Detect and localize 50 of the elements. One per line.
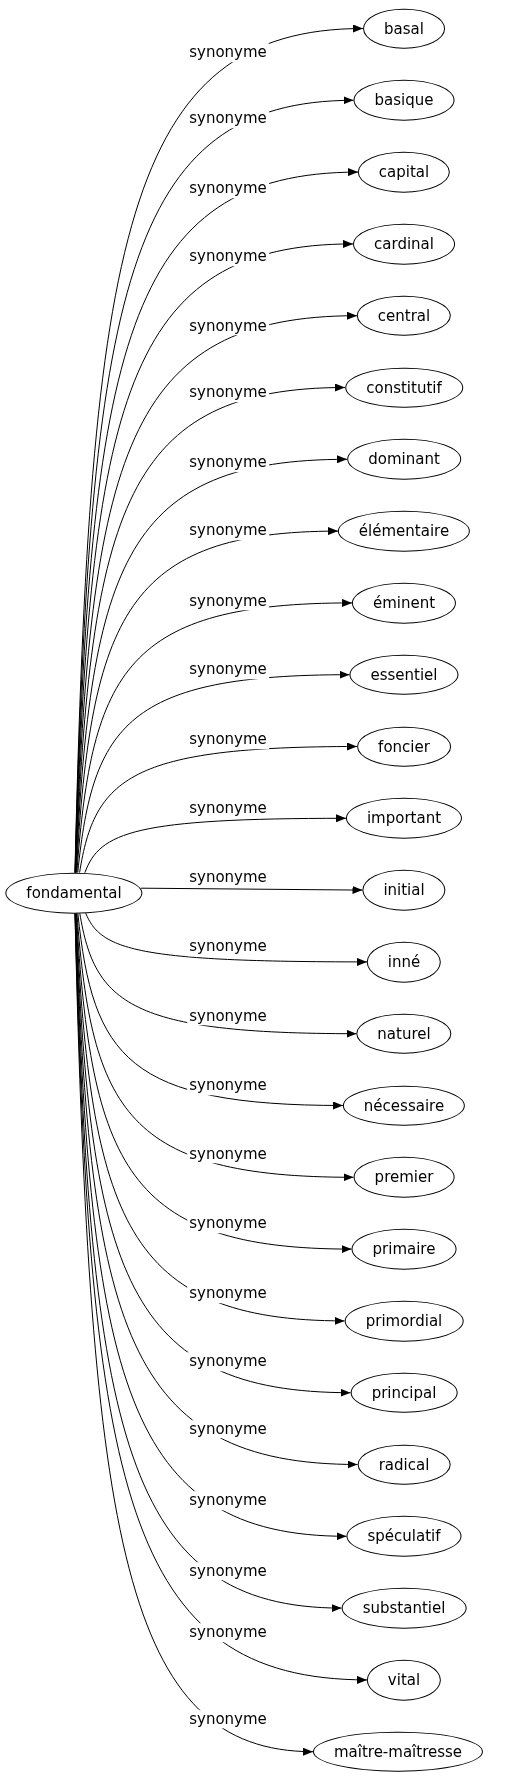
ellipse-node: constitutif <box>345 367 463 408</box>
ellipse-node: central <box>356 295 452 337</box>
ellipse-node: primaire <box>351 1228 457 1270</box>
ellipse-node: vital <box>366 1659 442 1701</box>
ellipse-node: basique <box>353 79 455 121</box>
ellipse-node: substantiel <box>341 1587 467 1629</box>
edge-label: synonyme <box>187 1561 269 1581</box>
arrow <box>74 913 314 1755</box>
arrow <box>75 913 345 1325</box>
ellipse-node: inné <box>366 941 442 983</box>
edge-label: synonyme <box>187 1709 269 1729</box>
ellipse-node: naturel <box>356 1013 452 1055</box>
ellipse-node: basal <box>363 8 445 49</box>
arrow <box>76 599 353 873</box>
arrow <box>77 912 344 1110</box>
ellipse-node: capital <box>357 151 451 193</box>
edge-label: synonyme <box>187 1623 269 1643</box>
arrow <box>79 912 357 1038</box>
ellipse-node: dominant <box>347 438 461 480</box>
ellipse-node: principal <box>350 1372 458 1414</box>
ellipse-node: spéculatif <box>346 1515 462 1557</box>
arrow <box>76 913 354 1182</box>
arrow <box>79 742 358 874</box>
arrow <box>74 913 368 1684</box>
arrow <box>75 455 348 873</box>
arrow <box>77 670 350 874</box>
ellipse-node: primordial <box>344 1300 464 1342</box>
ellipse-node: éminent <box>351 582 457 624</box>
ellipse-node: maître-maîtresse <box>312 1731 484 1773</box>
arrow <box>75 527 339 873</box>
arrow <box>84 814 347 874</box>
ellipse-node: radical <box>357 1444 451 1485</box>
ellipse-node: premier <box>353 1156 455 1198</box>
ellipse-node: cardinal <box>353 223 455 265</box>
edge-label: synonyme <box>187 1491 269 1511</box>
ellipse-node: élémentaire <box>337 510 471 552</box>
edge-label: synonyme <box>187 1352 269 1372</box>
edge-label: synonyme <box>187 1419 269 1439</box>
edge-label: synonyme <box>187 109 269 128</box>
arrow <box>75 913 352 1253</box>
edge-label: synonyme <box>187 43 269 63</box>
edge-label: synonyme <box>187 1284 269 1303</box>
ellipse-node: initial <box>362 869 446 911</box>
arrow <box>140 886 363 894</box>
ellipse-node: foncier <box>357 726 451 767</box>
arrow <box>85 912 368 966</box>
ellipse-node: fondamental <box>5 872 143 914</box>
ellipse-node: nécessaire <box>342 1085 466 1126</box>
ellipse-node: essentiel <box>349 654 459 696</box>
ellipse-node: important <box>345 797 463 839</box>
